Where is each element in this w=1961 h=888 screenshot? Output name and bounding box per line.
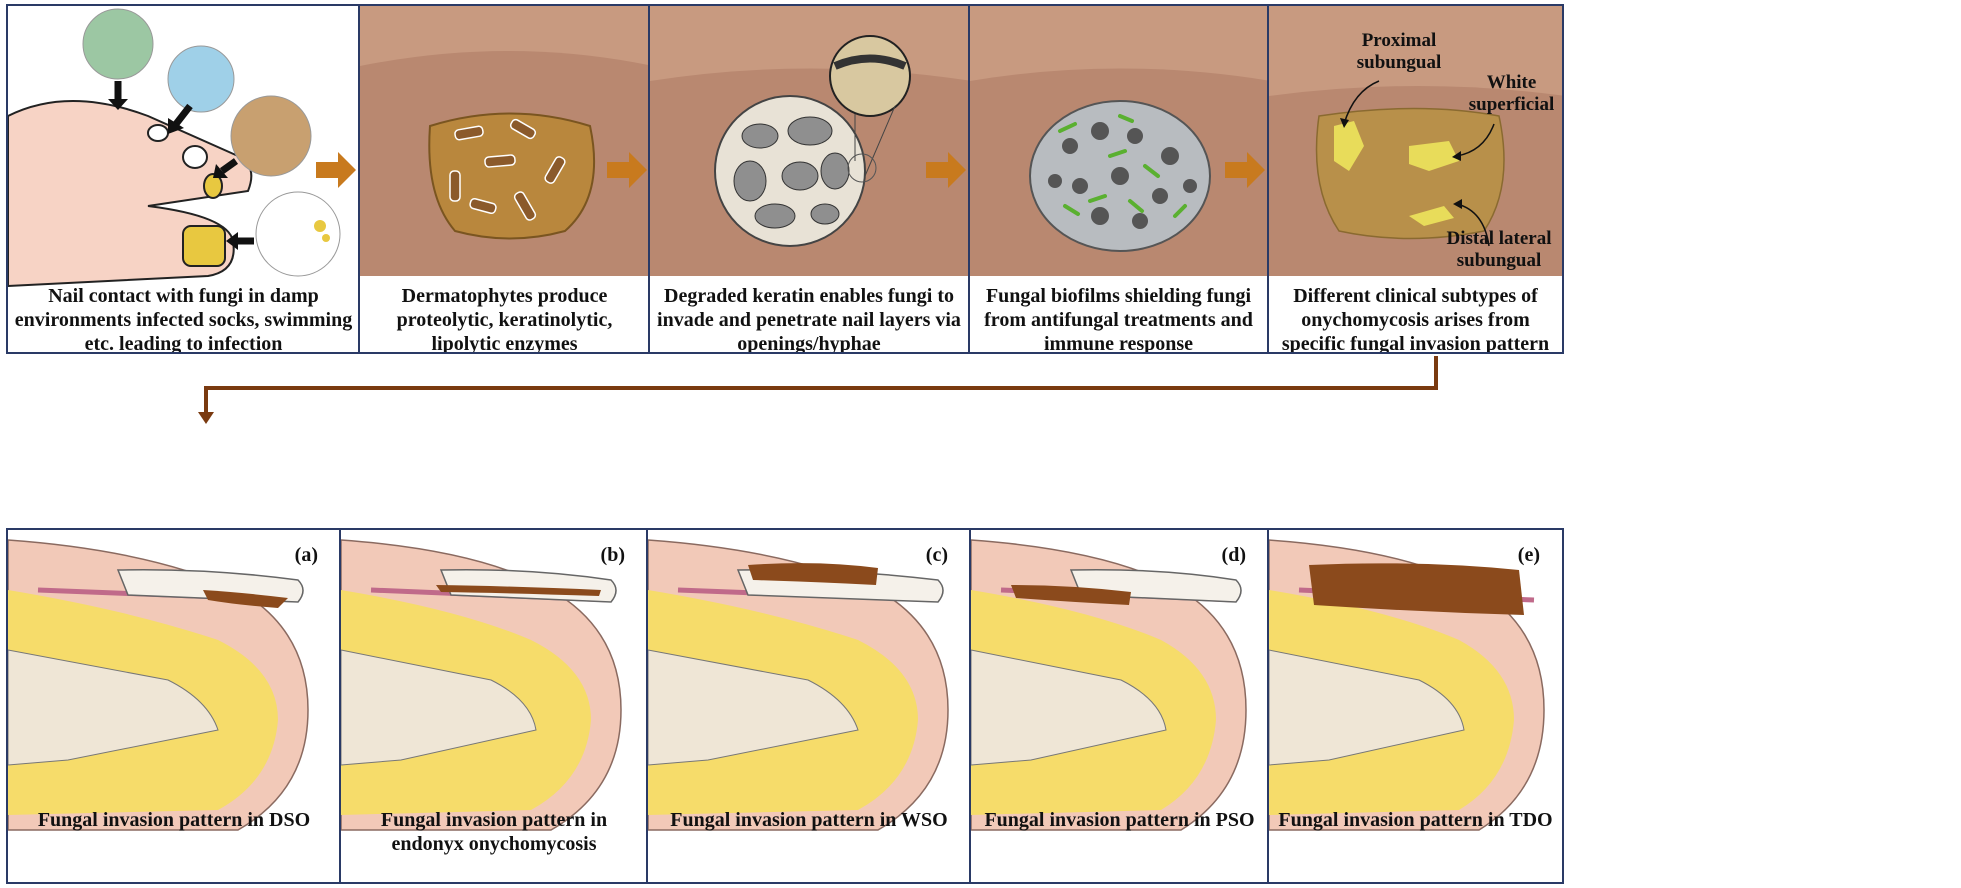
callout-distal-lateral-subungual: Distal lateral subungual xyxy=(1446,228,1552,271)
caption-keratin-degradation: Degraded keratin enables fungi to invade… xyxy=(657,285,961,354)
caption-pso: Fungal invasion pattern in PSO xyxy=(984,809,1255,831)
flow-arrow-2 xyxy=(607,152,647,188)
finger-section-dso xyxy=(8,539,309,831)
label-a: (a) xyxy=(294,544,318,566)
panel-enzymes: Dermatophytes produce proteolytic, kerat… xyxy=(358,4,651,354)
finger-section-wso xyxy=(648,539,949,831)
caption-enzymes: Dermatophytes produce proteolytic, kerat… xyxy=(396,285,613,354)
caption-tdo: Fungal invasion pattern in TDO xyxy=(1278,809,1553,831)
toe-illustration xyxy=(8,8,341,288)
nail-keratin-illustration xyxy=(650,6,968,276)
panel-dso: (a) Fungal invasion pattern in DSO xyxy=(6,528,342,884)
finger-section-endonyx xyxy=(341,539,622,831)
flow-arrow-4 xyxy=(1225,152,1265,188)
caption-wso: Fungal invasion pattern in WSO xyxy=(670,809,948,831)
label-c: (c) xyxy=(925,544,948,566)
finger-section-pso xyxy=(971,539,1247,831)
nail-biofilm-illustration xyxy=(970,6,1267,276)
panel-keratin-degradation: Degraded keratin enables fungi to invade… xyxy=(648,4,970,354)
label-b: (b) xyxy=(600,544,625,566)
caption-clinical-subtypes: Different clinical subtypes of onychomyc… xyxy=(1281,285,1550,354)
panel-biofilms: Fungal biofilms shielding fungi from ant… xyxy=(968,4,1269,354)
caption-infection-source: Nail contact with fungi in damp environm… xyxy=(14,285,353,354)
panel-tdo: (e) Fungal invasion pattern in TDO xyxy=(1267,528,1564,884)
connector-arrow xyxy=(198,356,1438,424)
caption-endonyx: Fungal invasion pattern in endonyx onych… xyxy=(380,809,608,855)
nail-enzymes-illustration xyxy=(360,6,649,276)
panel-endonyx: (b) Fungal invasion pattern in endonyx o… xyxy=(339,528,649,884)
flow-arrow-3 xyxy=(926,152,966,188)
label-e: (e) xyxy=(1517,544,1540,566)
panel-pso: (d) Fungal invasion pattern in PSO xyxy=(969,528,1270,884)
caption-dso: Fungal invasion pattern in DSO xyxy=(37,809,311,831)
label-d: (d) xyxy=(1221,544,1246,566)
nail-subtypes-illustration xyxy=(1269,6,1562,276)
panel-wso: (c) Fungal invasion pattern in WSO xyxy=(646,528,972,884)
callout-white-superficial: White superficial xyxy=(1468,72,1555,115)
finger-section-tdo xyxy=(1269,539,1545,831)
callout-proximal-subungual: Proximal subungual xyxy=(1356,30,1442,73)
panel-infection-source: Nail contact with fungi in damp environm… xyxy=(6,4,361,354)
caption-biofilms: Fungal biofilms shielding fungi from ant… xyxy=(984,285,1253,354)
flow-arrow-1 xyxy=(316,152,356,188)
panel-clinical-subtypes: Proximal subungual White superficial Dis… xyxy=(1267,4,1564,354)
